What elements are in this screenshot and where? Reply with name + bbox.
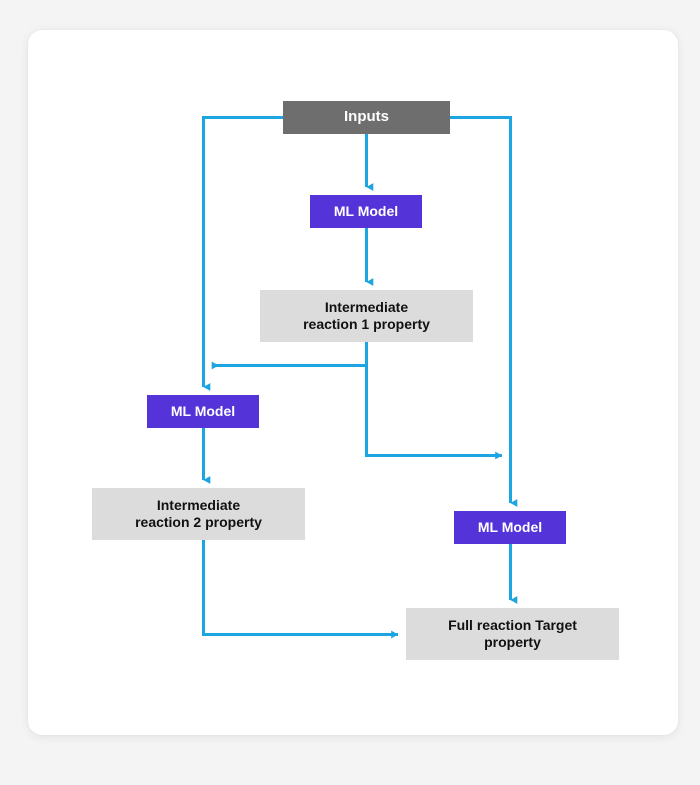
node-target-text: Full reaction Target property — [448, 617, 577, 651]
node-target-line-2: property — [484, 634, 541, 650]
node-intermediate-2-text: Intermediate reaction 2 property — [135, 497, 262, 531]
node-inputs[interactable]: Inputs — [283, 101, 450, 134]
node-ml-model-3[interactable]: ML Model — [454, 511, 566, 544]
node-inputs-label: Inputs — [344, 108, 389, 126]
node-ml-model-2-label: ML Model — [170, 402, 236, 419]
node-ml-model-1[interactable]: ML Model — [310, 195, 422, 228]
node-intermediate-reaction-1-property[interactable]: Intermediate reaction 1 property — [260, 290, 473, 342]
node-ml-model-2[interactable]: ML Model — [147, 395, 259, 428]
node-intermediate-2-line-1: Intermediate — [156, 496, 241, 513]
node-ml-model-1-label: ML Model — [333, 202, 399, 219]
node-target-line-1: Full reaction Target — [448, 616, 577, 633]
node-intermediate-1-line-2: reaction 1 property — [303, 316, 430, 332]
node-ml-model-3-label: ML Model — [477, 518, 543, 535]
node-intermediate-1-line-1: Intermediate — [324, 298, 409, 315]
node-intermediate-2-line-2: reaction 2 property — [135, 514, 262, 530]
node-intermediate-reaction-2-property[interactable]: Intermediate reaction 2 property — [92, 488, 305, 540]
node-intermediate-1-text: Intermediate reaction 1 property — [303, 299, 430, 333]
node-full-reaction-target-property[interactable]: Full reaction Target property — [406, 608, 619, 660]
